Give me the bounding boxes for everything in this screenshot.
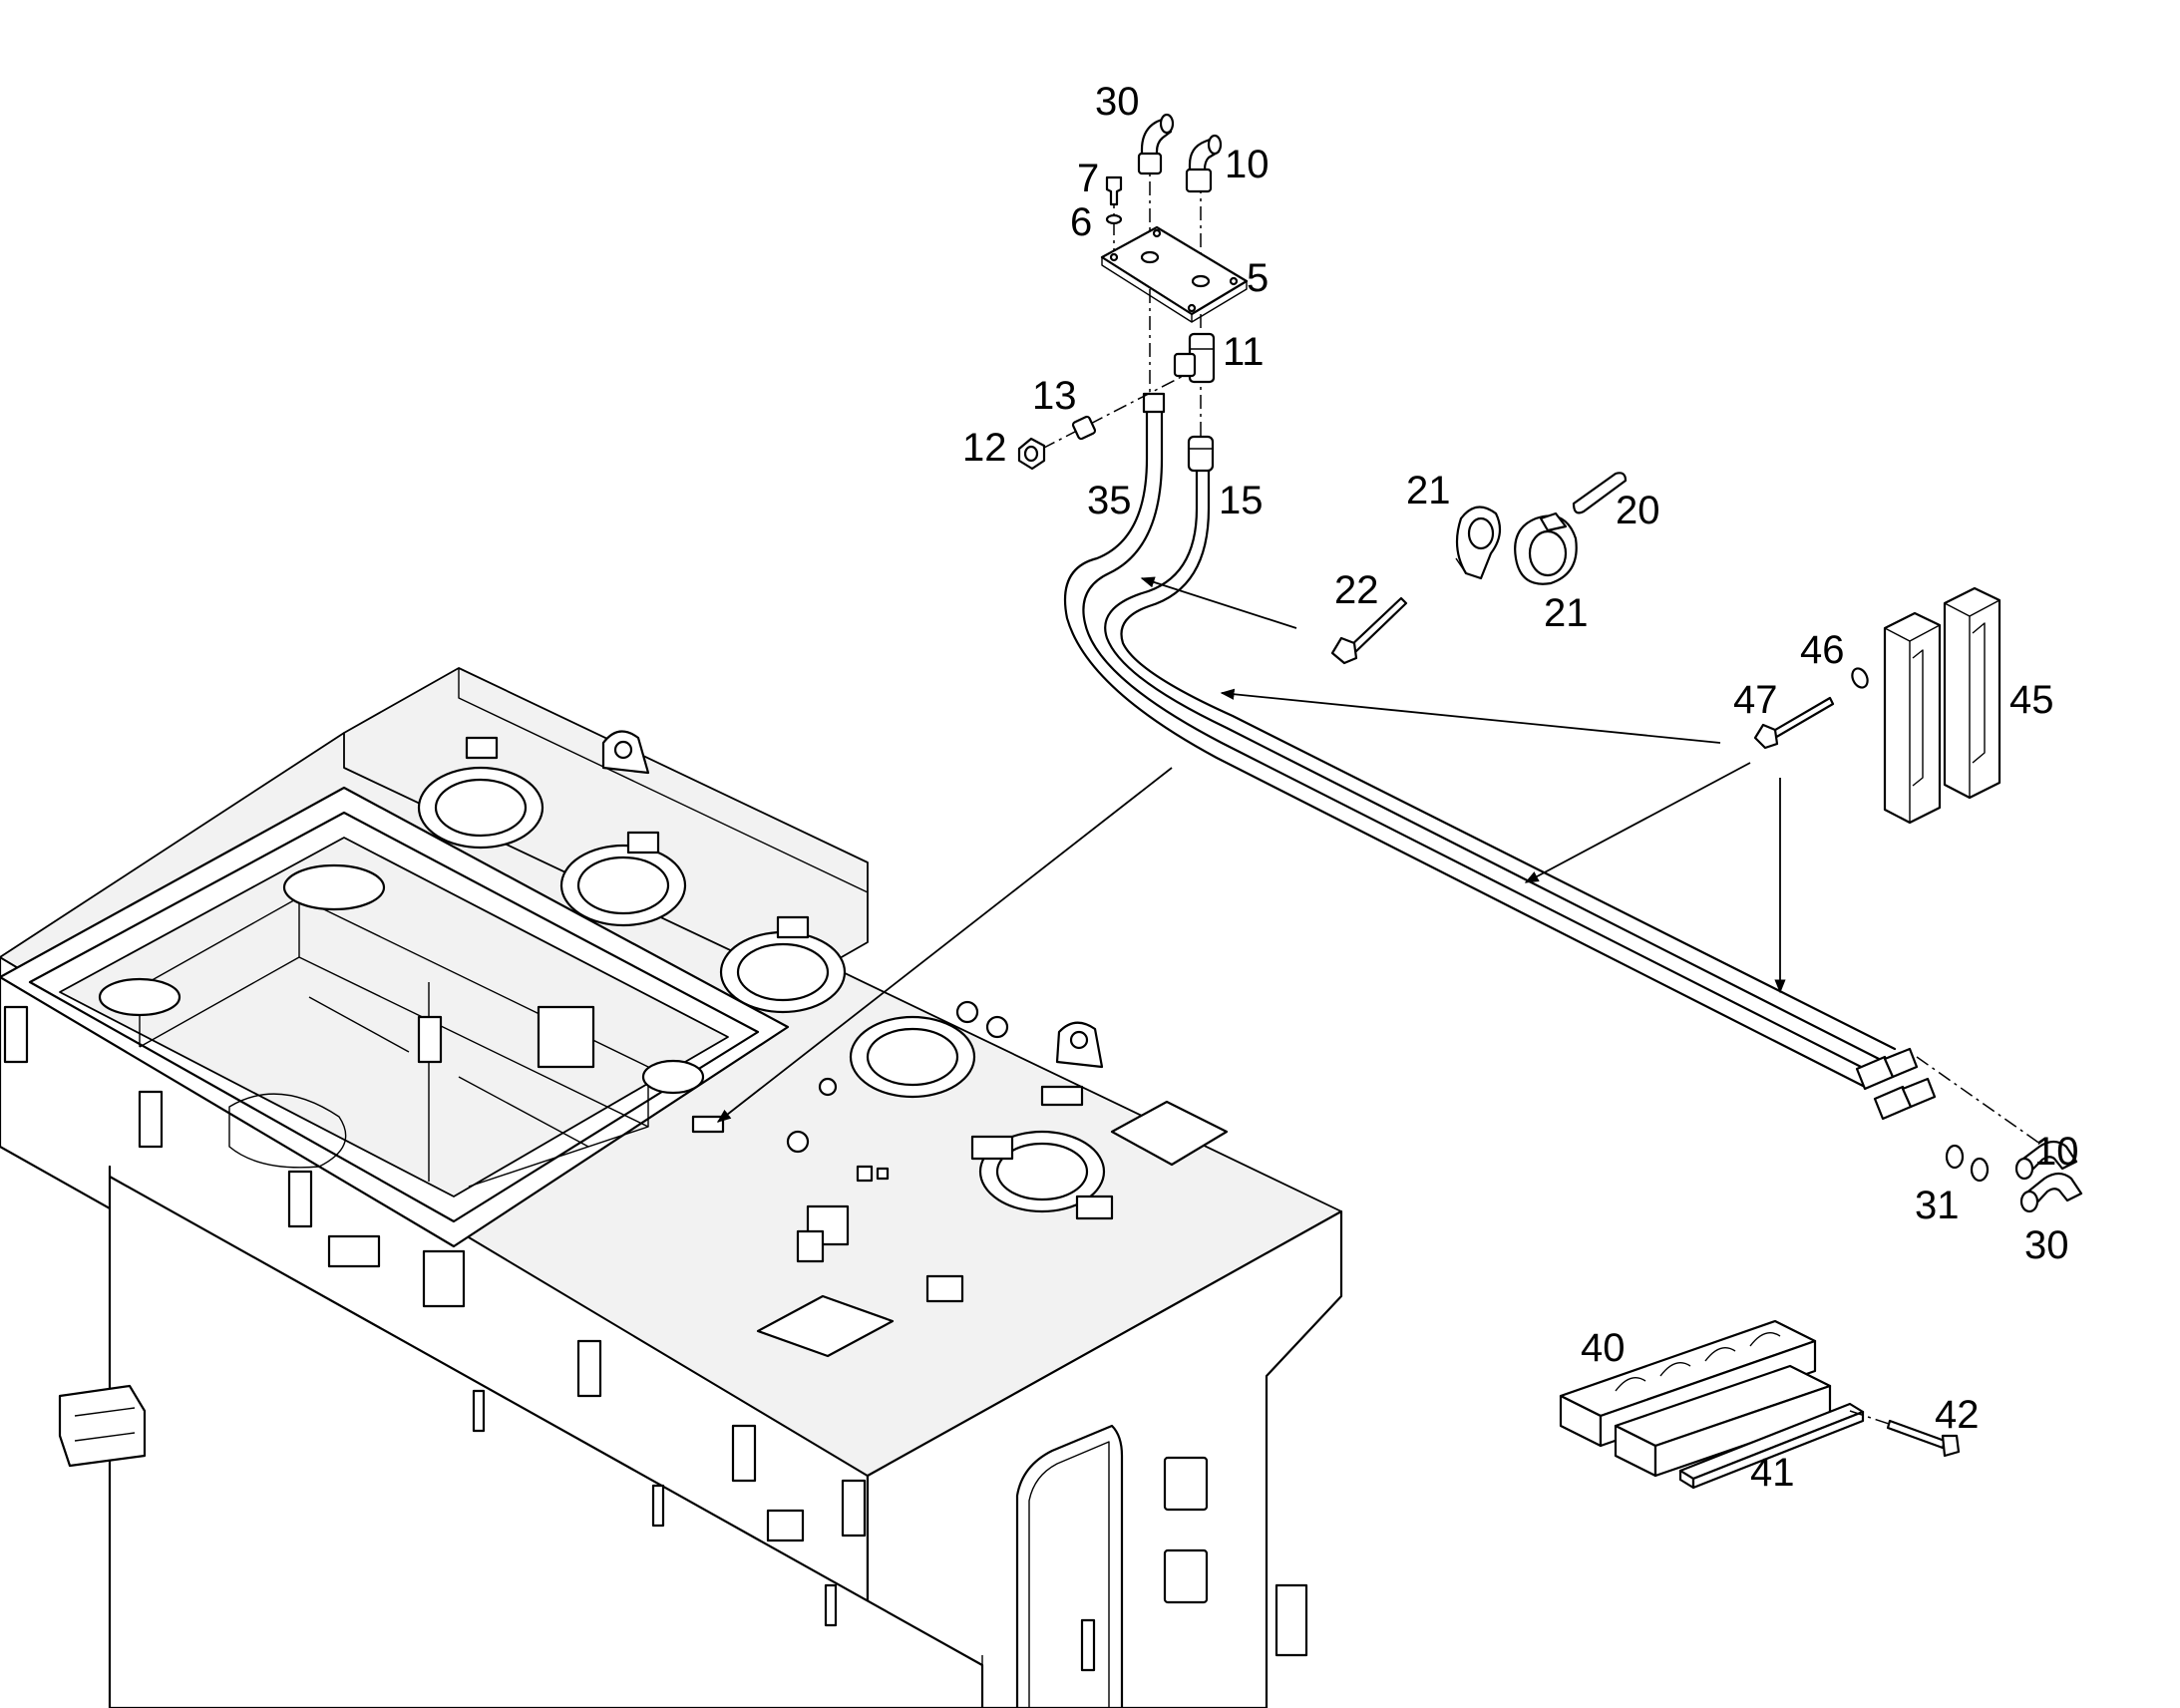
screw-42 xyxy=(1886,1419,1947,1450)
clamp-parts xyxy=(1330,472,1628,665)
elbow-fitting-30-bottom xyxy=(2022,1172,2083,1208)
callout-10-bottom: 10 xyxy=(2034,1130,2079,1174)
callout-7: 7 xyxy=(1077,157,1099,200)
clamp-block-parts xyxy=(1559,1319,1961,1490)
seal-31-a xyxy=(1945,1144,1965,1170)
bushing-13 xyxy=(1071,415,1097,441)
leader-arrows xyxy=(716,576,1786,1123)
callout-47: 47 xyxy=(1733,678,1778,722)
washer-6 xyxy=(1105,213,1123,225)
callout-31: 31 xyxy=(1915,1184,1960,1227)
callout-46: 46 xyxy=(1800,628,1845,672)
callout-21-a: 21 xyxy=(1406,469,1451,512)
callout-21-b: 21 xyxy=(1544,591,1589,635)
washer-46 xyxy=(1851,667,1869,689)
callout-13: 13 xyxy=(1032,374,1077,418)
arrow-to-tank xyxy=(716,767,1173,1123)
sleeve-20 xyxy=(1572,472,1628,514)
hinge-bracket xyxy=(58,1384,147,1468)
seal-31-b xyxy=(1970,1157,1990,1183)
callout-6: 6 xyxy=(1070,200,1092,244)
arrow-to-hose-bend xyxy=(1140,576,1297,629)
callout-45: 45 xyxy=(2009,678,2054,722)
callout-11: 11 xyxy=(1223,330,1265,374)
bracket-parts xyxy=(1753,586,2001,825)
top-plate-assembly xyxy=(1017,113,1249,471)
mounting-plate-5 xyxy=(1100,225,1249,316)
bracket-45-half-2 xyxy=(1943,586,2001,800)
callout-41: 41 xyxy=(1750,1451,1795,1495)
deck-cover-plate-2 xyxy=(1110,1100,1229,1167)
elbow-fitting-10-bottom xyxy=(2017,1140,2078,1176)
arrow-to-hose-mid xyxy=(1524,762,1751,883)
callout-40: 40 xyxy=(1581,1326,1626,1370)
callout-35: 35 xyxy=(1087,479,1132,522)
callout-labels: 30 10 7 6 5 11 13 12 35 15 21 20 22 21 4… xyxy=(962,80,2079,1495)
screw-47 xyxy=(1768,696,1835,741)
hose-lower-fittings xyxy=(1855,1047,1937,1121)
access-door xyxy=(1015,1424,1124,1708)
lower-fittings xyxy=(1916,1056,2083,1213)
screw-7 xyxy=(1105,175,1123,206)
deck-cover-plate xyxy=(756,1294,895,1358)
callout-30-top: 30 xyxy=(1095,80,1140,124)
callout-5: 5 xyxy=(1247,256,1269,300)
hose-35 xyxy=(1063,402,1867,1089)
hose-assembly xyxy=(1063,392,1937,1121)
callout-20: 20 xyxy=(1616,489,1660,532)
callout-22: 22 xyxy=(1334,568,1379,612)
callout-10-top: 10 xyxy=(1225,143,1270,186)
callout-42: 42 xyxy=(1935,1393,1980,1437)
arrow-to-hose-upper xyxy=(1220,688,1721,744)
callout-12: 12 xyxy=(962,426,1007,470)
callout-15: 15 xyxy=(1219,479,1264,522)
hose-15-fitting-top xyxy=(1187,435,1215,473)
machine-housing xyxy=(0,667,1343,1708)
hose-15 xyxy=(1104,467,1887,1064)
bracket-45-half-1 xyxy=(1883,611,1942,825)
callout-30-bottom: 30 xyxy=(2024,1223,2069,1267)
